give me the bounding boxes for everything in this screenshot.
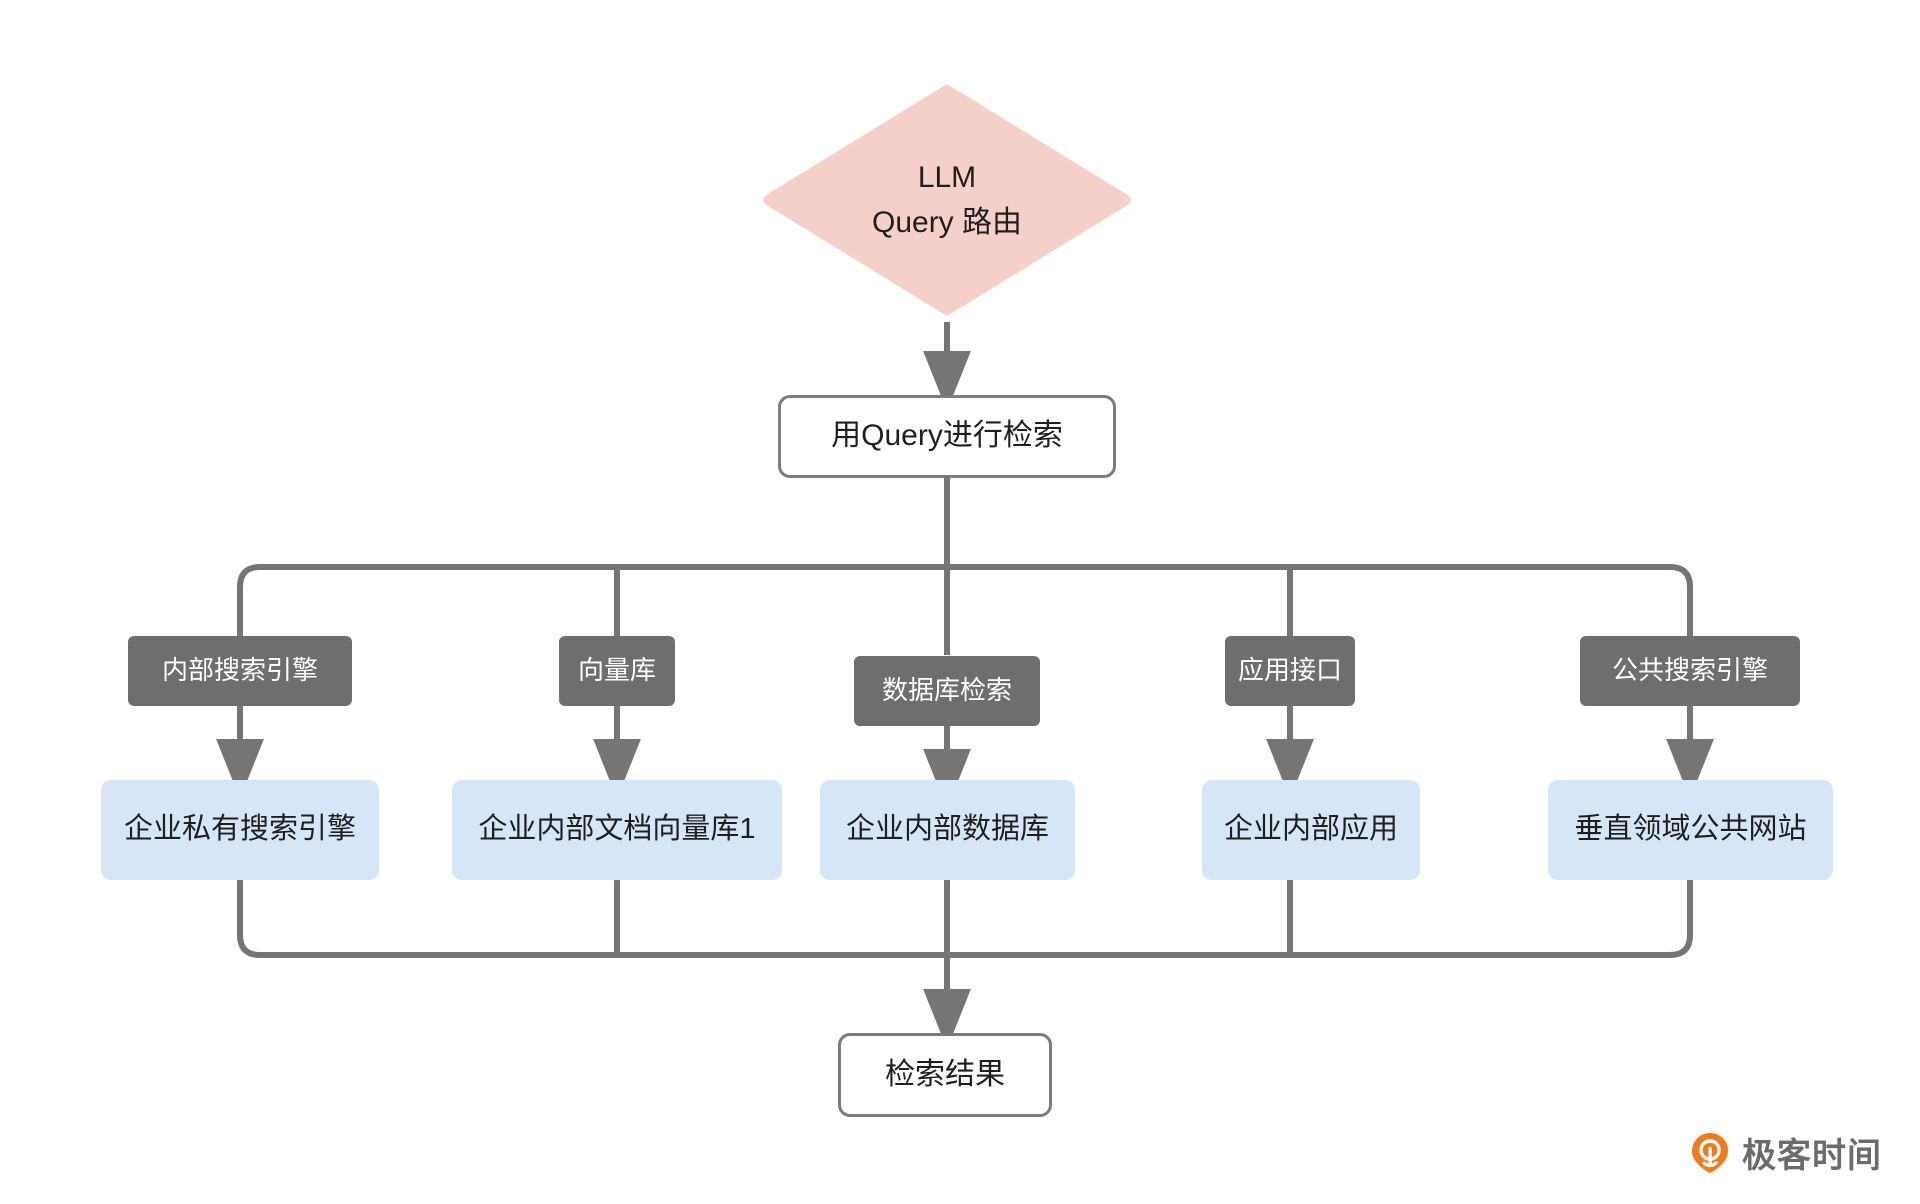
edge-label-vector-store[interactable]: 向量库 xyxy=(559,636,675,706)
merge-store5 xyxy=(947,880,1693,958)
diamond-shape xyxy=(763,84,1131,316)
store-node-internal-application[interactable]: 企业内部应用 xyxy=(1202,780,1420,880)
process-node-retrieval-result[interactable]: 检索结果 xyxy=(838,1033,1052,1117)
merge-store1 xyxy=(237,880,947,958)
watermark-geektime: 极客时间 xyxy=(1688,1128,1882,1177)
decision-node-label: LLM Query 路由 xyxy=(758,78,1136,322)
edge-label-public-search-engine[interactable]: 公共搜索引擎 xyxy=(1580,636,1800,706)
geektime-logo-icon xyxy=(1692,1132,1728,1173)
edge-label-application-api[interactable]: 应用接口 xyxy=(1225,636,1355,706)
store-node-internal-database[interactable]: 企业内部数据库 xyxy=(820,780,1075,880)
edge-label-internal-search-engine[interactable]: 内部搜索引擎 xyxy=(128,636,352,706)
edge-label-database-retrieval[interactable]: 数据库检索 xyxy=(854,656,1040,726)
decision-line-1: LLM xyxy=(917,161,977,194)
decision-node-llm-query-router[interactable]: LLM Query 路由 xyxy=(758,78,1136,322)
merge-store2 xyxy=(614,880,947,958)
decision-line-2: Query 路由 xyxy=(871,206,1023,239)
store-node-private-search-engine[interactable]: 企业私有搜索引擎 xyxy=(101,780,379,880)
process-node-query-retrieval[interactable]: 用Query进行检索 xyxy=(778,395,1116,478)
store-node-vertical-public-website[interactable]: 垂直领域公共网站 xyxy=(1548,780,1833,880)
bus-top-left xyxy=(237,564,947,640)
bus-top-right xyxy=(947,564,1693,640)
watermark-brand-text: 极客时间 xyxy=(1742,1137,1882,1175)
merge-store4 xyxy=(947,880,1293,958)
store-node-internal-doc-vector-store[interactable]: 企业内部文档向量库1 xyxy=(452,780,782,880)
